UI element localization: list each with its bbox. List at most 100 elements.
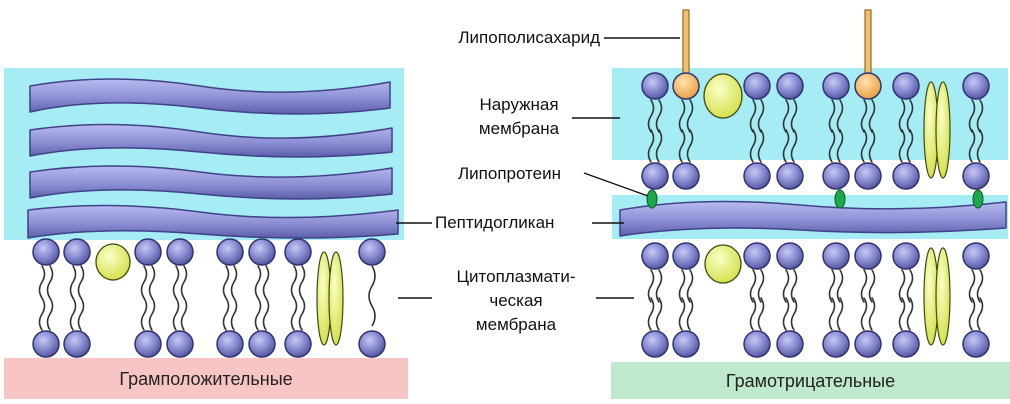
lipid-tail bbox=[751, 298, 764, 330]
panel-title-gram-negative: Грамотрицательные bbox=[611, 361, 1010, 401]
label-peptidoglycan: Пептидогликан bbox=[435, 212, 554, 233]
lipid-head bbox=[642, 331, 668, 357]
lipid-head bbox=[777, 243, 803, 269]
leader-lipoprotein bbox=[584, 173, 648, 196]
label-lipopolysaccharide: Липополисахарид bbox=[420, 27, 600, 48]
lipid-tail bbox=[292, 298, 305, 330]
lipid-head bbox=[963, 243, 989, 269]
lipid-head bbox=[963, 163, 989, 189]
lipid-head bbox=[285, 331, 311, 357]
lipid-head bbox=[855, 331, 881, 357]
lipid-head bbox=[673, 331, 699, 357]
lipid-tail bbox=[40, 266, 53, 298]
lipid-head bbox=[823, 163, 849, 189]
lipid-head bbox=[777, 163, 803, 189]
lipid-tail bbox=[174, 266, 187, 298]
lipid-head bbox=[673, 163, 699, 189]
globular-protein bbox=[96, 244, 130, 280]
lipid-head bbox=[135, 239, 161, 265]
lipid-tail bbox=[784, 270, 797, 302]
lipid-tail bbox=[256, 266, 269, 298]
lipid-tail bbox=[784, 298, 797, 330]
lipid-head bbox=[33, 331, 59, 357]
lps-chain bbox=[865, 10, 871, 74]
lipid-head bbox=[217, 239, 243, 265]
lipid-tail bbox=[256, 298, 269, 330]
lipid-tail bbox=[862, 298, 875, 330]
globular-protein bbox=[705, 245, 741, 283]
lipid-head bbox=[744, 163, 770, 189]
lipid-tail bbox=[751, 270, 764, 302]
lipid-head bbox=[673, 243, 699, 269]
lipid-head bbox=[855, 243, 881, 269]
lipid-head bbox=[135, 331, 161, 357]
lipid-head bbox=[285, 239, 311, 265]
lipid-tail bbox=[900, 270, 913, 302]
lipid-head bbox=[744, 331, 770, 357]
lipid-head bbox=[249, 239, 275, 265]
lipid-head bbox=[823, 331, 849, 357]
transmembrane-protein bbox=[924, 248, 950, 345]
gram-negative-cytoplasmic-membrane bbox=[642, 243, 989, 357]
lps-chain bbox=[683, 10, 689, 74]
lipid-tail bbox=[40, 298, 53, 330]
lipid-head bbox=[744, 73, 770, 99]
lipid-tail bbox=[680, 298, 693, 330]
label-outer-membrane-line2: мембрана bbox=[479, 118, 559, 139]
lipid-tail bbox=[142, 266, 155, 298]
lipid-head bbox=[893, 73, 919, 99]
lipid-head bbox=[167, 331, 193, 357]
lipid-head bbox=[167, 239, 193, 265]
lipid-head bbox=[893, 331, 919, 357]
lipid-head bbox=[823, 73, 849, 99]
lipid-head bbox=[855, 73, 881, 99]
lipid-head bbox=[642, 73, 668, 99]
lipid-tail bbox=[292, 266, 305, 298]
lipid-tail bbox=[649, 270, 662, 302]
lipid-tail bbox=[71, 298, 84, 330]
label-outer-membrane-line1: Наружная bbox=[479, 94, 558, 115]
label-lipoprotein: Липопротеин bbox=[458, 163, 561, 184]
lipid-tail bbox=[900, 298, 913, 330]
lipid-head bbox=[893, 243, 919, 269]
lipid-tail bbox=[649, 298, 662, 330]
lipid-head bbox=[963, 331, 989, 357]
lipid-head bbox=[359, 331, 385, 357]
label-cytoplasmic-line2: ческая bbox=[489, 290, 542, 311]
lipid-head bbox=[777, 331, 803, 357]
lipid-head bbox=[963, 73, 989, 99]
lipid-head bbox=[33, 239, 59, 265]
lipid-head bbox=[217, 331, 243, 357]
lipid-head bbox=[777, 73, 803, 99]
lipid-head bbox=[642, 243, 668, 269]
lipid-tail bbox=[970, 270, 983, 302]
lipid-head bbox=[673, 73, 699, 99]
lipid-head bbox=[823, 243, 849, 269]
lipid-head bbox=[249, 331, 275, 357]
lipid-tail bbox=[224, 298, 237, 330]
lipid-tail bbox=[830, 270, 843, 302]
lipid-tail bbox=[830, 298, 843, 330]
lipoprotein bbox=[647, 190, 657, 208]
label-cytoplasmic-line3: мембрана bbox=[476, 314, 556, 335]
label-cytoplasmic-line1: Цитоплазмати- bbox=[456, 266, 575, 287]
lipid-head bbox=[64, 331, 90, 357]
lipid-head bbox=[855, 163, 881, 189]
lipoprotein bbox=[973, 190, 983, 208]
lipid-head bbox=[64, 239, 90, 265]
panel-title-gram-positive: Грамположительные bbox=[4, 359, 408, 399]
gram-positive-cytoplasmic-membrane bbox=[33, 239, 385, 357]
lipid-tail bbox=[224, 266, 237, 298]
lipid-tail bbox=[862, 270, 875, 302]
lipoprotein bbox=[835, 190, 845, 208]
lipid-head bbox=[642, 163, 668, 189]
globular-protein bbox=[704, 74, 742, 118]
lipid-head bbox=[744, 243, 770, 269]
lipid-head bbox=[359, 239, 385, 265]
transmembrane-protein bbox=[317, 252, 343, 345]
lipid-head bbox=[893, 163, 919, 189]
lipid-tail bbox=[680, 270, 693, 302]
lipid-tail bbox=[142, 298, 155, 330]
